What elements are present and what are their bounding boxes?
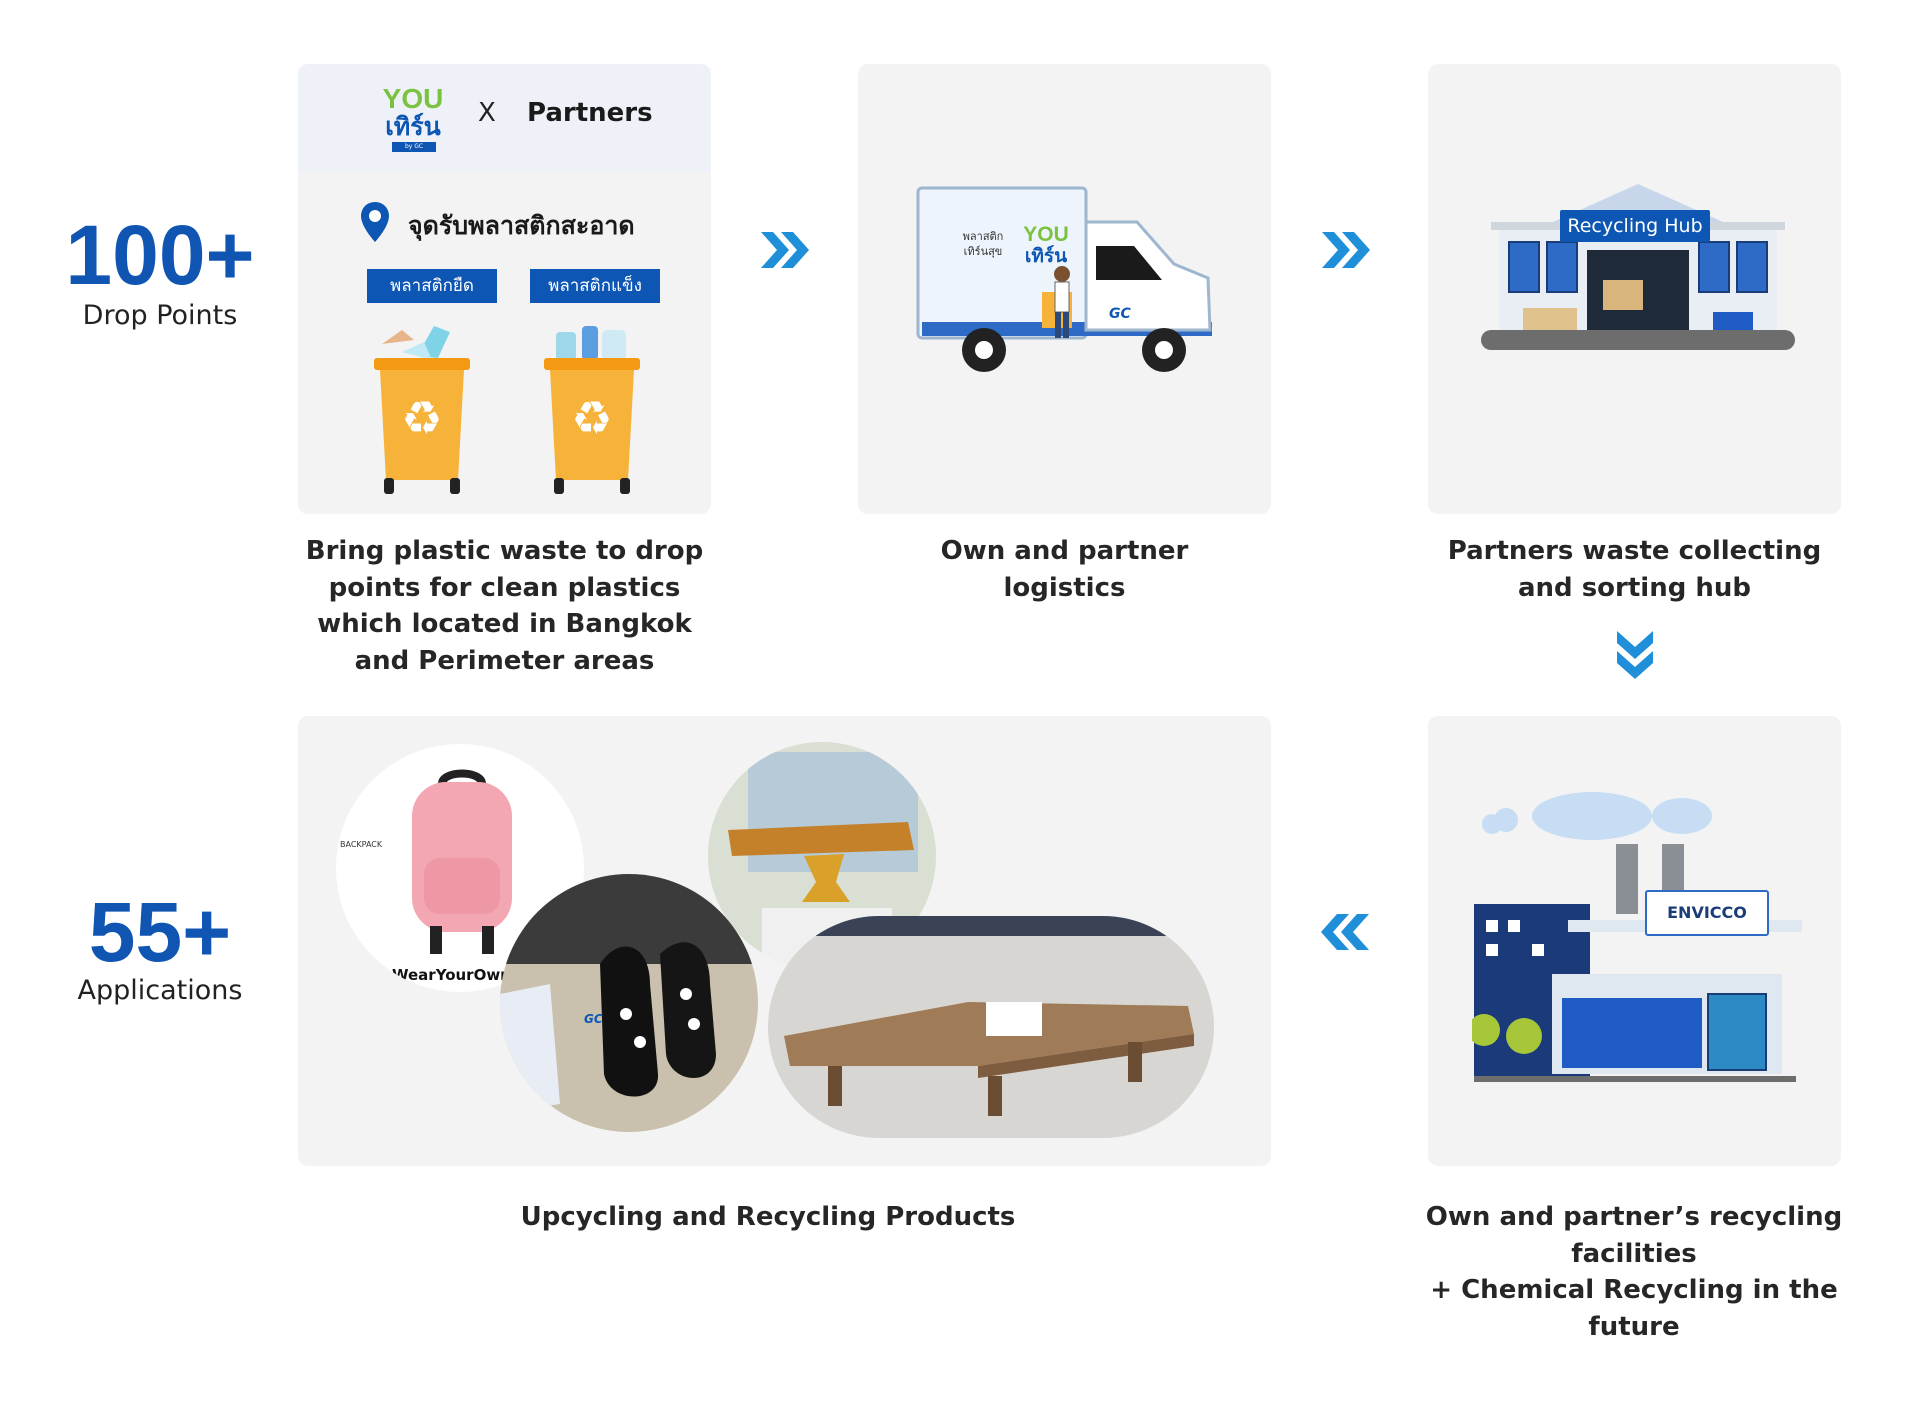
drop-points-label: Drop Points — [82, 300, 238, 331]
gc-mini-badge: by GC — [392, 142, 436, 152]
recycling-caption-line: Own and partner’s recycling facilities — [1425, 1202, 1843, 1269]
chevron-down-icon — [1617, 631, 1653, 679]
svg-text:♻: ♻ — [571, 391, 612, 445]
applications-label: Applications — [77, 975, 243, 1006]
logistics-caption: Own and partner logistics — [858, 533, 1271, 606]
warehouse-icon — [1481, 184, 1795, 350]
backpack-icon — [412, 769, 512, 954]
products-caption-line: Upcycling and Recycling Products — [520, 1202, 1016, 1232]
truck-logo-turn: เทิร์น — [1024, 245, 1068, 267]
logistics-card: พลาสติก เทิร์นสุข YOU เทิร์น GC — [858, 64, 1271, 514]
recycling-facility-card: ENVICCO — [1428, 716, 1841, 1166]
partners-label: Partners — [527, 98, 653, 128]
boots-photo — [500, 874, 758, 1132]
youturn-logo-thai: เทิร์น — [385, 112, 441, 141]
envicco-sign: ENVICCO — [1645, 890, 1769, 936]
backpack-caption: WearYourOwn — [392, 966, 511, 984]
truck-gc-logo: GC — [1109, 306, 1131, 322]
bench-icon — [768, 916, 1214, 1116]
drop-point-card: YOU เทิร์น by GC X Partners จุดรับพลาสติ… — [298, 64, 711, 514]
recycling-caption-line: + Chemical Recycling in the future — [1430, 1275, 1838, 1342]
bench-photo — [768, 916, 1214, 1138]
drop-caption-line: and Perimeter areas — [354, 645, 655, 676]
truck-icon — [916, 186, 1212, 372]
partner-header — [298, 64, 711, 172]
hub-caption-line: and sorting hub — [1517, 572, 1752, 603]
logistics-caption-line: logistics — [1003, 572, 1126, 603]
products-gc-logo: GC — [584, 1012, 603, 1026]
truck-side-text-1: พลาสติก — [962, 230, 1004, 243]
hub-caption-line: Partners waste collecting — [1447, 536, 1822, 566]
boots-icon — [500, 874, 758, 1114]
chevron-right-icon — [1322, 232, 1370, 268]
applications-number: 55+ — [88, 885, 232, 979]
drop-caption-line: which located in Bangkok — [317, 609, 692, 639]
backpack-tag: BACKPACK — [340, 840, 383, 849]
chevron-right-icon — [761, 232, 809, 268]
factory-icon — [1472, 792, 1802, 1082]
youturn-logo: YOU — [382, 83, 444, 114]
recycling-caption: Own and partner’s recycling facilities +… — [1384, 1199, 1884, 1345]
drop-caption: Bring plastic waste to drop points for c… — [298, 533, 711, 679]
drop-point-title: จุดรับพลาสติกสะอาด — [408, 211, 635, 240]
x-symbol: X — [478, 98, 496, 128]
hard-plastic-bin-icon: ♻ — [544, 326, 640, 494]
products-card: BACKPACK WearYourOwn GC — [298, 716, 1271, 1166]
soft-plastic-tag: พลาสติกยืด — [367, 269, 497, 303]
svg-text:♻: ♻ — [401, 391, 442, 445]
soft-plastic-bin-icon: ♻ — [374, 326, 470, 494]
truck-logo-you: YOU — [1023, 223, 1069, 246]
drop-caption-line: points for clean plastics — [328, 572, 681, 603]
sorting-hub-card: Recycling Hub — [1428, 64, 1841, 514]
hard-plastic-tag: พลาสติกแข็ง — [530, 269, 660, 303]
products-caption: Upcycling and Recycling Products — [298, 1199, 1238, 1236]
truck-side-text-2: เทิร์นสุข — [963, 245, 1003, 258]
location-pin-icon — [361, 202, 389, 242]
drop-caption-line: Bring plastic waste to drop — [305, 536, 704, 566]
chevron-left-icon — [1321, 914, 1369, 950]
logistics-caption-line: Own and partner — [940, 536, 1189, 566]
recycling-hub-sign: Recycling Hub — [1560, 210, 1710, 242]
drop-points-number: 100+ — [65, 208, 255, 302]
hub-caption: Partners waste collecting and sorting hu… — [1428, 533, 1841, 606]
